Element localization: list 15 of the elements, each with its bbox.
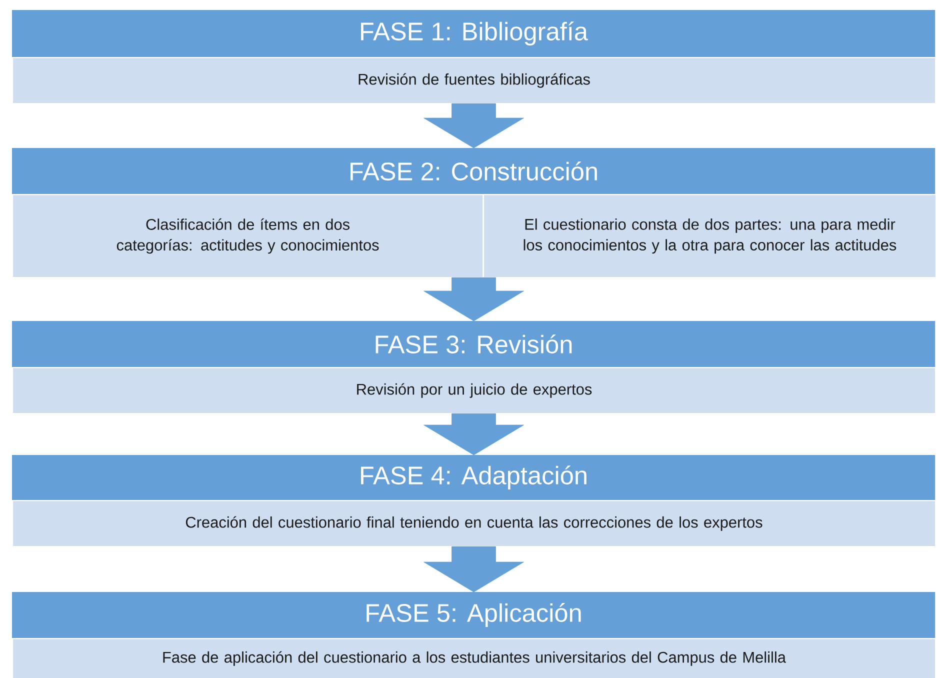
phase-heading: FASE 4: Adaptación	[12, 455, 936, 500]
description-box: El cuestionario consta de dos partes: una para medir los conocimientos y la otra para conocer las actitudes	[483, 194, 937, 278]
block-arrow	[424, 103, 524, 148]
block-arrow	[424, 277, 524, 322]
description-box: Revisión por un juicio de expertos	[12, 367, 936, 414]
block-arrow	[424, 413, 524, 456]
phase-heading: FASE 1: Bibliografía	[12, 10, 936, 57]
phase-heading: FASE 2: Construcción	[12, 148, 936, 194]
phase-heading: FASE 3: Revisión	[12, 321, 936, 367]
phase-heading: FASE 5: Aplicación	[12, 592, 936, 638]
description-box: Fase de aplicación del cuestionario a los estudiantes universitarios del Campus de Melilla	[12, 638, 936, 678]
block-arrow	[424, 546, 524, 592]
description-box: Creación del cuestionario final teniendo en cuenta las correcciones de los expertos	[12, 500, 936, 548]
description-box: Clasificación de ítems en dos categorías: actitudes y conocimientos	[12, 194, 484, 278]
description-box: Revisión de fuentes bibliográficas	[12, 57, 936, 104]
